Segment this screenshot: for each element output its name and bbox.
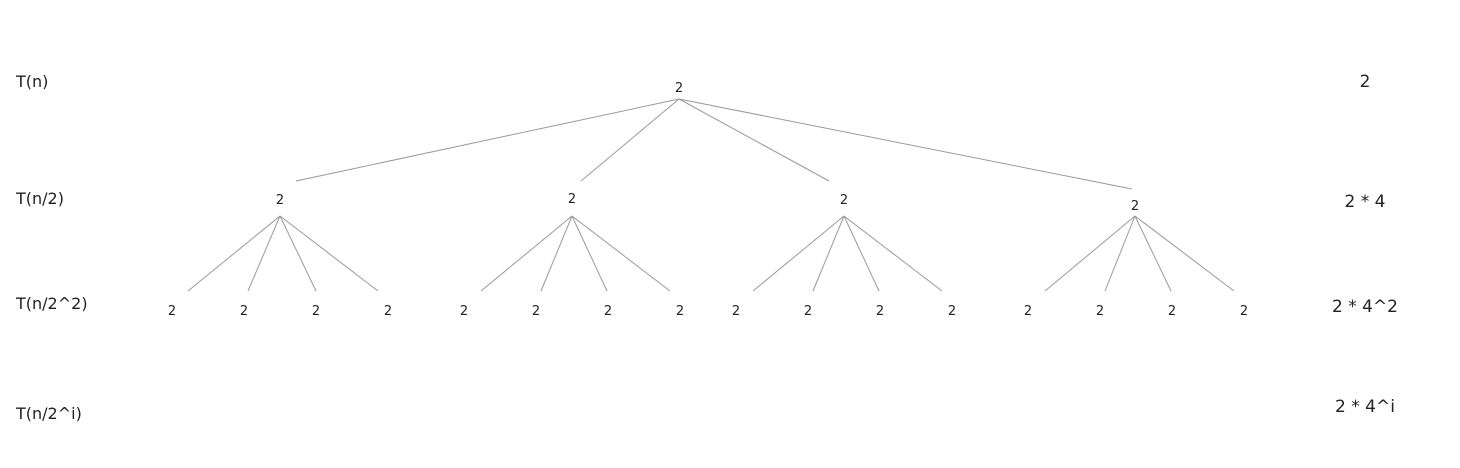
tree-edge-l1-1-2 bbox=[247, 215, 281, 292]
tree-node-l1-3: 2 bbox=[840, 193, 848, 208]
tree-edge-l1-3-4 bbox=[843, 215, 943, 292]
tree-edge-l1-2-3 bbox=[571, 215, 608, 292]
tree-node-l2-16: 2 bbox=[1240, 304, 1248, 319]
tree-node-root: 2 bbox=[675, 81, 683, 96]
tree-node-l2-3: 2 bbox=[312, 304, 320, 319]
tree-node-l2-1: 2 bbox=[168, 304, 176, 319]
tree-edge-l1-2-4 bbox=[571, 215, 671, 292]
tree-edge-l1-3-1 bbox=[752, 215, 845, 292]
tree-edge-root-3 bbox=[678, 98, 830, 182]
level-label-0: T(n) bbox=[16, 72, 49, 91]
tree-edge-l1-2-1 bbox=[480, 215, 573, 292]
tree-edge-l1-3-3 bbox=[843, 215, 880, 292]
level-cost-1: 2 * 4 bbox=[1344, 192, 1386, 212]
tree-node-l2-7: 2 bbox=[604, 304, 612, 319]
tree-edge-root-2 bbox=[580, 98, 680, 182]
tree-node-l2-10: 2 bbox=[804, 304, 812, 319]
tree-edge-l1-4-1 bbox=[1044, 215, 1136, 292]
tree-node-l2-4: 2 bbox=[384, 304, 392, 319]
tree-node-l2-8: 2 bbox=[676, 304, 684, 319]
tree-node-l2-5: 2 bbox=[460, 304, 468, 319]
level-cost-2: 2 * 4^2 bbox=[1332, 297, 1398, 317]
tree-edge-root-1 bbox=[295, 98, 680, 182]
tree-node-l2-9: 2 bbox=[732, 304, 740, 319]
tree-node-l1-1: 2 bbox=[276, 193, 284, 208]
tree-node-l2-2: 2 bbox=[240, 304, 248, 319]
level-label-1: T(n/2) bbox=[16, 189, 64, 208]
tree-node-l2-15: 2 bbox=[1168, 304, 1176, 319]
level-label-3: T(n/2^i) bbox=[16, 404, 82, 423]
level-cost-3: 2 * 4^i bbox=[1335, 397, 1395, 417]
tree-edge-l1-3-2 bbox=[812, 215, 845, 292]
tree-node-l2-12: 2 bbox=[948, 304, 956, 319]
tree-node-l2-6: 2 bbox=[532, 304, 540, 319]
level-label-2: T(n/2^2) bbox=[16, 294, 88, 313]
tree-edge-l1-1-3 bbox=[279, 215, 317, 292]
tree-node-l2-11: 2 bbox=[876, 304, 884, 319]
level-cost-0: 2 bbox=[1359, 72, 1371, 92]
tree-edge-l1-1-1 bbox=[187, 215, 281, 292]
tree-node-l2-13: 2 bbox=[1024, 304, 1032, 319]
tree-edge-l1-1-4 bbox=[279, 215, 379, 292]
tree-edge-l1-4-2 bbox=[1104, 215, 1136, 292]
tree-node-l1-4: 2 bbox=[1131, 199, 1139, 214]
tree-edge-l1-4-3 bbox=[1134, 215, 1172, 292]
tree-node-l1-2: 2 bbox=[568, 192, 576, 207]
tree-edge-l1-4-4 bbox=[1134, 215, 1235, 292]
tree-edge-l1-2-2 bbox=[540, 215, 573, 292]
tree-node-l2-14: 2 bbox=[1096, 304, 1104, 319]
tree-edge-root-4 bbox=[678, 98, 1133, 190]
